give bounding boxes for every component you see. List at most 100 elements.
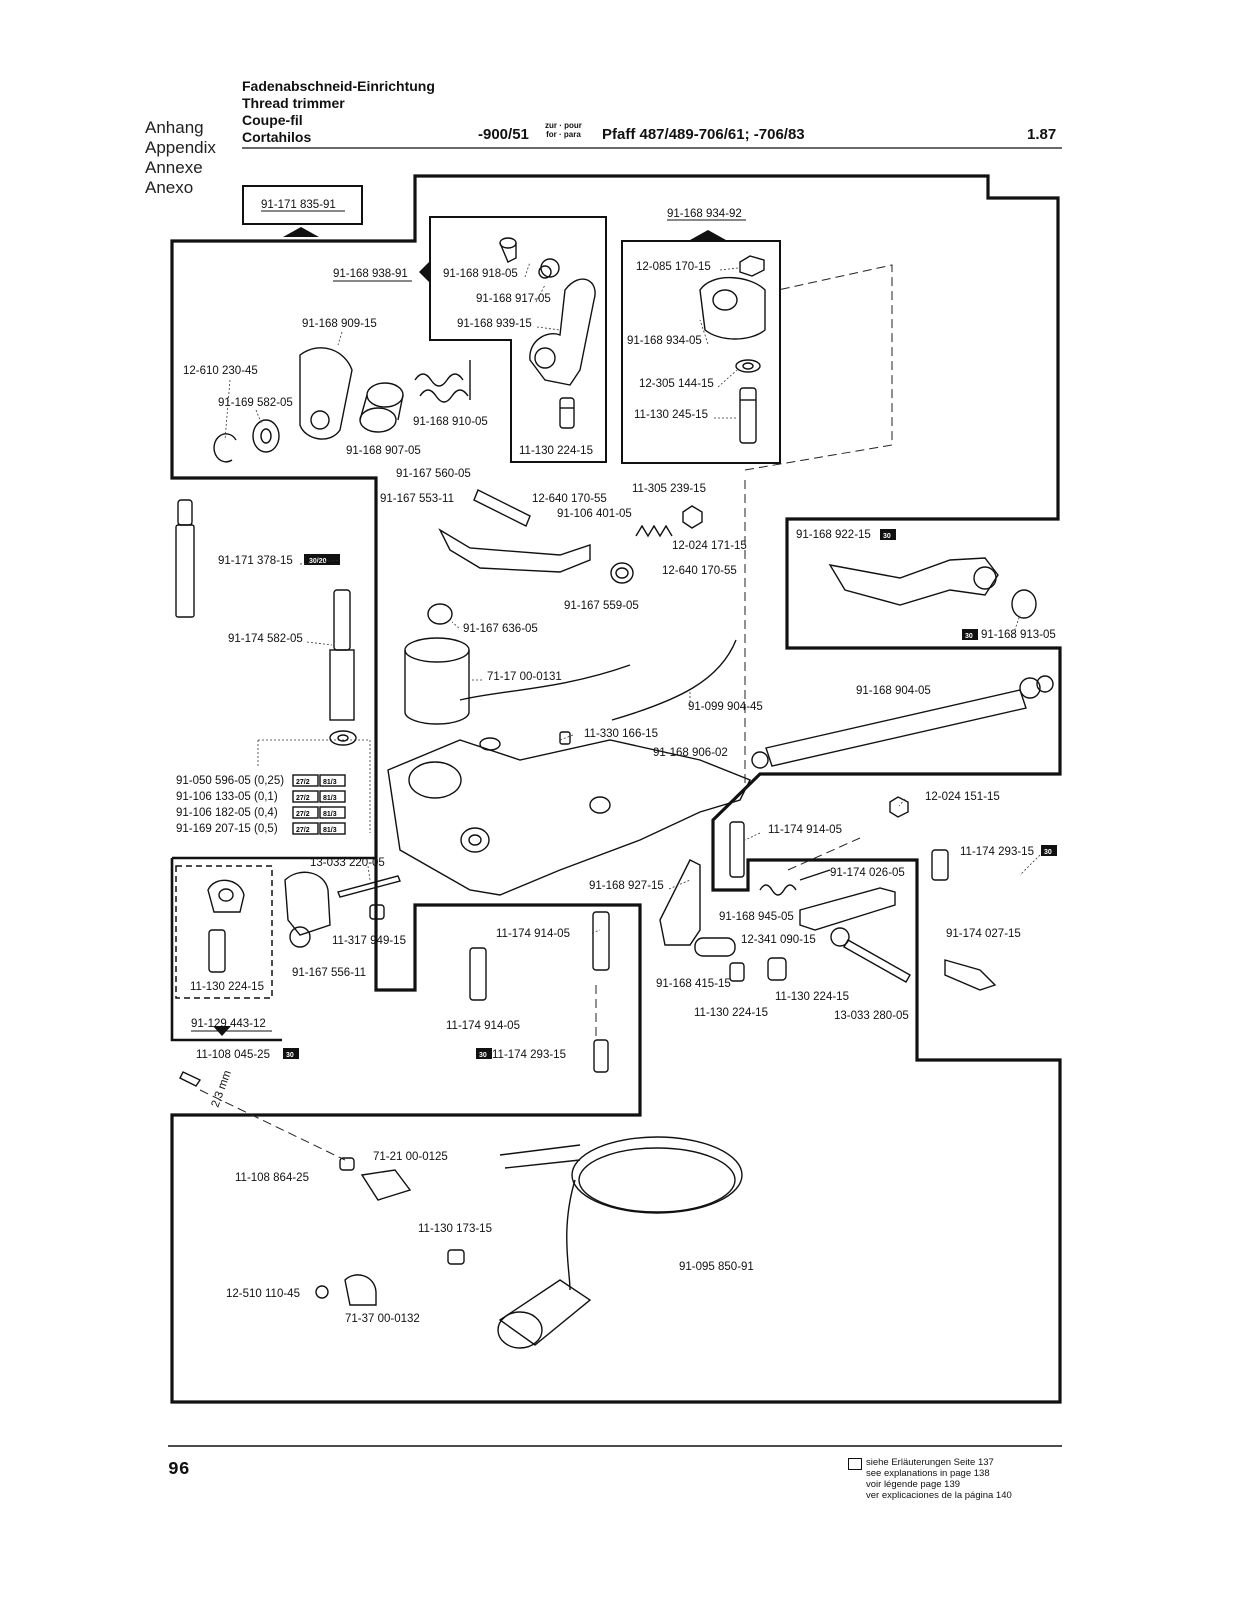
svg-text:30: 30 — [965, 633, 973, 640]
arrow-up-icon — [283, 227, 319, 237]
guide-line-right — [787, 837, 861, 871]
part-label: 91-168 927-15 — [589, 880, 664, 892]
arm-939 — [529, 278, 596, 386]
section-title-fr: Coupe-fil — [242, 112, 303, 128]
solenoid-7117 — [404, 637, 631, 725]
zur-pour: zur · pour — [545, 121, 582, 130]
shim-lead — [257, 739, 371, 833]
part-label: 91-168 904-05 — [856, 685, 931, 697]
legend-de: siehe Erläuterungen Seite 137 — [866, 1457, 994, 1468]
svg-text:81/3: 81/3 — [323, 811, 337, 818]
sub-box-clamp — [621, 240, 781, 464]
shim-row: 91-106 182-05 (0,4) — [176, 807, 278, 819]
sub-box-bottom-left — [172, 856, 640, 992]
sub-box-dashed — [175, 865, 273, 999]
zur-pour-label: zur · pour for · para — [545, 121, 582, 139]
arrow-up-icon-right — [690, 230, 726, 240]
part-label: 91-168 907-05 — [346, 445, 421, 457]
legend-notes: siehe Erläuterungen Seite 137 see explan… — [866, 1457, 1012, 1501]
screw-914c — [469, 947, 487, 1001]
model-code: -900/51 — [478, 126, 529, 143]
part-label: 11-305 239-15 — [632, 483, 706, 495]
sub-box-arm — [429, 216, 607, 463]
part-label: 12-305 144-15 — [639, 378, 714, 390]
fitting-027 — [944, 959, 997, 991]
svg-text:27/2: 27/2 — [296, 795, 310, 802]
screw-045 — [179, 1071, 202, 1087]
part-label: 11-130 224-15 — [694, 1007, 768, 1019]
svg-text:81/3: 81/3 — [323, 779, 337, 786]
part-label: 91-174 027-15 — [946, 928, 1021, 940]
title-fr: Annexe — [145, 158, 203, 177]
part-label: 12-085 170-15 — [636, 261, 711, 273]
part-label: 11-130 224-15 — [519, 445, 593, 457]
housing-906 — [387, 737, 751, 896]
lever-909 — [299, 347, 353, 440]
washer-144 — [735, 359, 761, 373]
part-label: 91-169 582-05 — [218, 397, 293, 409]
part-label: 91-171 378-15 — [218, 555, 293, 567]
badge-30-045: 30 — [283, 1048, 299, 1059]
title-en: Appendix — [145, 138, 216, 157]
part-label: 91-168 909-15 — [302, 318, 377, 330]
part-label: 91-167 553-11 — [380, 493, 454, 505]
part-label: 11-130 224-15 — [775, 991, 849, 1003]
plate-927 — [659, 859, 701, 946]
lever-922 — [828, 557, 999, 606]
ring-913 — [1011, 589, 1037, 619]
part-label: 91-174 026-05 — [830, 867, 905, 879]
svg-text:30: 30 — [883, 533, 891, 540]
legend-box-icon — [848, 1458, 862, 1470]
legend-en: see explanations in page 138 — [866, 1468, 990, 1479]
part-label: 91-168 913-05 — [981, 629, 1056, 641]
assembly-label-top-left: 91-171 835-91 — [261, 199, 336, 211]
frame-left-lower — [170, 858, 282, 1042]
cable-850 — [499, 1136, 743, 1291]
svg-text:81/3: 81/3 — [323, 795, 337, 802]
section-title-de: Fadenabschneid-Einrichtung — [242, 78, 435, 94]
linkage-553 — [438, 528, 591, 573]
assembly-label-top-right: 91-168 934-92 — [667, 208, 742, 220]
part-label: 11-317 949-15 — [332, 935, 406, 947]
screw-914a — [729, 821, 745, 878]
svg-text:27/2: 27/2 — [296, 811, 310, 818]
part-label: 12-640 170-55 — [662, 565, 737, 577]
part-label: 11-330 166-15 — [584, 728, 658, 740]
nut-171 — [682, 505, 703, 529]
screw-914b — [592, 911, 610, 971]
part-label: 91-106 401-05 — [557, 508, 632, 520]
screw-173 — [447, 1249, 465, 1265]
guide-line-clamp — [744, 264, 893, 471]
pin-918 — [499, 237, 517, 263]
part-label: 91-167 556-11 — [292, 967, 366, 979]
part-label: 11-130 224-15 — [190, 981, 264, 993]
legend-fr: voir légende page 139 — [866, 1479, 961, 1490]
ref-box-top-left — [242, 185, 363, 225]
nut-151 — [889, 796, 909, 818]
part-label: 11-174 914-05 — [768, 824, 842, 836]
lever-026 — [799, 887, 896, 931]
connector-850 — [497, 1279, 592, 1349]
measure-label: 2,3 mm — [210, 1069, 234, 1109]
part-label: 91-168 910-05 — [413, 416, 488, 428]
page-number: 96 — [168, 1460, 190, 1480]
nut-170 — [739, 255, 765, 277]
part-label: 11-108 864-25 — [235, 1172, 309, 1184]
pin-220 — [337, 875, 401, 898]
svg-text:27/2: 27/2 — [296, 779, 310, 786]
svg-text:30: 30 — [1044, 849, 1052, 856]
screw-245 — [739, 387, 757, 444]
badge-30-922: 30 — [880, 529, 896, 540]
screw-224b — [208, 929, 226, 973]
part-label: 91-095 850-91 — [679, 1261, 754, 1273]
spring-239 — [635, 524, 673, 538]
part-label: 91-168 415-15 — [656, 978, 731, 990]
pin-560 — [473, 489, 531, 527]
part-label: 11-174 914-05 — [446, 1020, 520, 1032]
for-para: for · para — [546, 130, 581, 139]
badge-30-913: 30 — [962, 629, 978, 640]
clamp-small — [207, 879, 245, 913]
part-label: 91-168 934-05 — [627, 335, 702, 347]
part-label: 12-510 110-45 — [226, 1288, 300, 1300]
washer-shim — [329, 730, 357, 746]
